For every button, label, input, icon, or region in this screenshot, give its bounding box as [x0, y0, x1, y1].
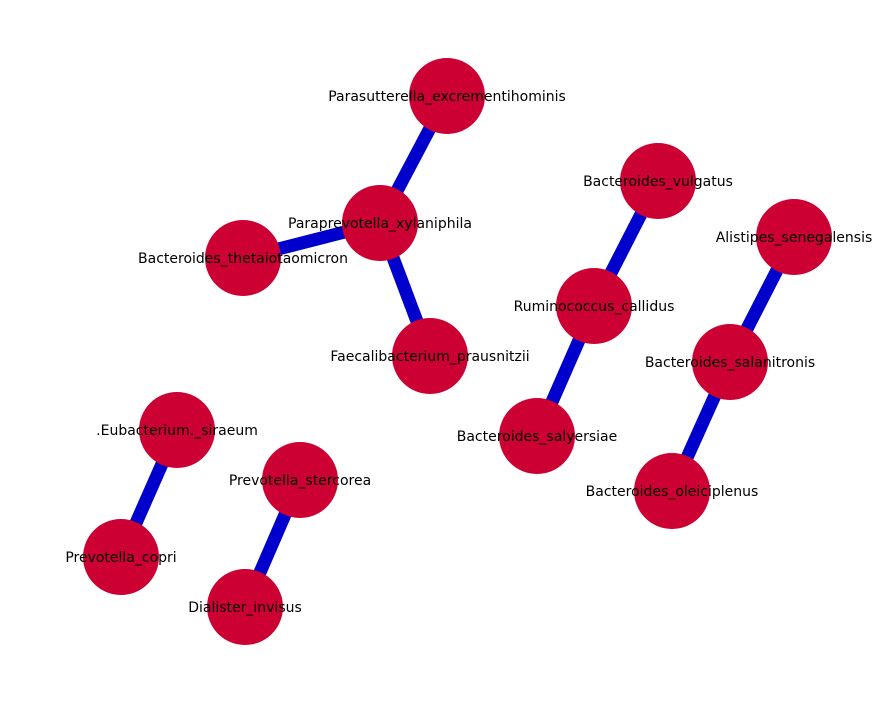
- node-label-b_salanitronis: Bacteroides_salanitronis: [645, 355, 815, 371]
- node-p_copri[interactable]: [83, 519, 159, 595]
- node-label-eubacterium: .Eubacterium._siraeum: [96, 423, 258, 439]
- node-label-p_stercorea: Prevotella_stercorea: [229, 473, 371, 489]
- node-label-faecali: Faecalibacterium_prausnitzii: [330, 349, 529, 365]
- node-faecali[interactable]: [392, 318, 468, 394]
- node-dialister[interactable]: [207, 569, 283, 645]
- node-b_theta[interactable]: [205, 220, 281, 296]
- node-label-b_vulgatus: Bacteroides_vulgatus: [583, 174, 733, 190]
- node-b_salanitronis[interactable]: [692, 324, 768, 400]
- node-paraprevotella[interactable]: [342, 185, 418, 261]
- node-label-ruminococcus: Ruminococcus_callidus: [514, 299, 675, 315]
- node-label-b_oleiciplenus: Bacteroides_oleiciplenus: [586, 484, 759, 500]
- node-ruminococcus[interactable]: [556, 268, 632, 344]
- node-eubacterium[interactable]: [139, 392, 215, 468]
- node-p_stercorea[interactable]: [262, 442, 338, 518]
- node-b_salyersiae[interactable]: [499, 398, 575, 474]
- nodes-layer: [83, 58, 832, 645]
- node-label-paraprevotella: Paraprevotella_xylaniphila: [288, 216, 472, 232]
- node-parasutterella[interactable]: [409, 58, 485, 134]
- node-label-alistipes: Alistipes_senegalensis: [716, 230, 873, 246]
- node-alistipes[interactable]: [756, 199, 832, 275]
- node-b_vulgatus[interactable]: [620, 143, 696, 219]
- node-label-b_theta: Bacteroides_thetaiotaomicron: [138, 251, 348, 267]
- node-label-p_copri: Prevotella_copri: [65, 550, 176, 566]
- node-label-parasutterella: Parasutterella_excrementihominis: [328, 89, 566, 105]
- node-b_oleiciplenus[interactable]: [634, 453, 710, 529]
- node-label-dialister: Dialister_invisus: [188, 600, 302, 616]
- labels-layer: Parasutterella_excrementihominisParaprev…: [65, 89, 872, 616]
- node-label-b_salyersiae: Bacteroides_salyersiae: [457, 429, 617, 445]
